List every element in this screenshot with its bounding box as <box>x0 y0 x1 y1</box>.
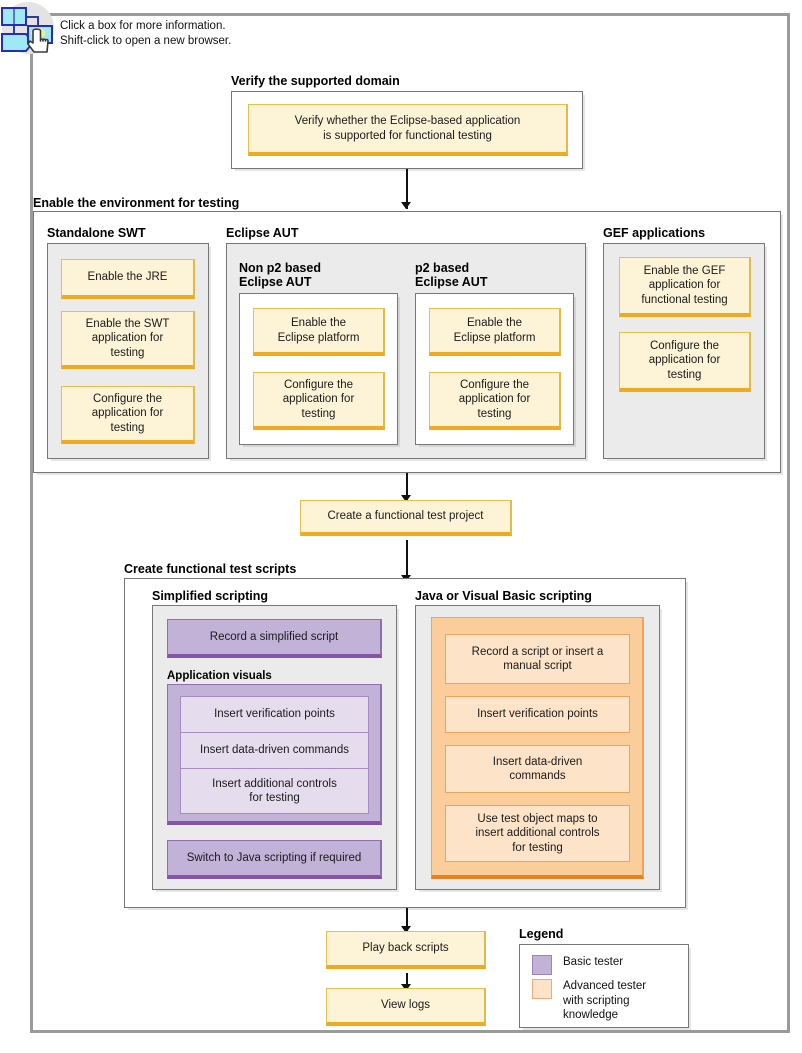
arrowhead-playback <box>401 926 411 933</box>
diagram-click-cursor-icon <box>0 0 56 56</box>
java-vb-scripting-title: Java or Visual Basic scripting <box>415 589 592 603</box>
node-p2-enable-platform[interactable]: Enable the Eclipse platform <box>429 308 561 356</box>
legend-item-basic-tester: Basic tester <box>532 955 682 975</box>
hint-line-2: Shift-click to open a new browser. <box>60 35 232 47</box>
connector-scripts-to-playback <box>406 908 408 933</box>
node-record-simplified-script[interactable]: Record a simplified script <box>167 619 382 658</box>
legend-label-advanced-tester: Advanced tester with scripting knowledge <box>563 980 647 1021</box>
advanced-tester-swatch <box>532 979 552 999</box>
diagram-outer-frame <box>30 13 790 1033</box>
hint-line-1: Click a box for more information. <box>60 20 226 32</box>
legend-item-advanced-tester: Advanced tester with scripting knowledge <box>532 979 682 1023</box>
basic-tester-swatch <box>532 955 552 975</box>
connector-enable-to-project <box>406 473 408 502</box>
node-nonp2-configure-app[interactable]: Configure the application for testing <box>253 372 385 430</box>
verify-domain-title: Verify the supported domain <box>231 74 400 88</box>
node-p2-configure-app[interactable]: Configure the application for testing <box>429 372 561 430</box>
node-record-or-insert-manual-script[interactable]: Record a script or insert a manual scrip… <box>445 634 630 684</box>
create-scripts-title: Create functional test scripts <box>124 562 297 576</box>
simplified-scripting-title: Simplified scripting <box>152 589 268 603</box>
node-insert-data-driven-commands-adv[interactable]: Insert data-driven commands <box>445 745 630 793</box>
node-enable-gef-app[interactable]: Enable the GEF application for functiona… <box>619 257 751 317</box>
node-switch-to-java-scripting[interactable]: Switch to Java scripting if required <box>167 840 382 879</box>
node-configure-swt-app[interactable]: Configure the application for testing <box>61 386 195 444</box>
arrowhead-view-logs <box>401 984 411 991</box>
legend-title: Legend <box>519 927 564 941</box>
arrowhead-enable-env <box>401 202 411 209</box>
arrowhead-create-project <box>401 495 411 502</box>
node-insert-data-driven-commands-basic[interactable]: Insert data-driven commands <box>180 732 369 769</box>
node-enable-jre[interactable]: Enable the JRE <box>61 259 195 299</box>
application-visuals-title: Application visuals <box>167 670 272 682</box>
node-nonp2-enable-platform[interactable]: Enable the Eclipse platform <box>253 308 385 356</box>
non-p2-title: Non p2 based Eclipse AUT <box>239 261 321 289</box>
node-enable-swt-app[interactable]: Enable the SWT application for testing <box>61 311 195 369</box>
node-play-back-scripts[interactable]: Play back scripts <box>326 931 486 969</box>
p2-title: p2 based Eclipse AUT <box>415 261 488 289</box>
node-use-test-object-maps[interactable]: Use test object maps to insert additiona… <box>445 805 630 862</box>
node-create-test-project[interactable]: Create a functional test project <box>300 500 512 536</box>
node-insert-verification-points-basic[interactable]: Insert verification points <box>180 696 369 733</box>
node-verify-supported[interactable]: Verify whether the Eclipse-based applica… <box>248 104 568 156</box>
node-configure-gef-app[interactable]: Configure the application for testing <box>619 332 751 392</box>
standalone-swt-title: Standalone SWT <box>47 226 146 240</box>
node-insert-verification-points-adv[interactable]: Insert verification points <box>445 696 630 733</box>
legend-label-basic-tester: Basic tester <box>563 956 624 968</box>
connector-verify-to-enable <box>406 169 408 209</box>
connector-project-to-scripts <box>406 540 408 582</box>
eclipse-aut-title: Eclipse AUT <box>226 226 299 240</box>
hint-text: Click a box for more information. Shift-… <box>60 19 231 49</box>
gef-title: GEF applications <box>603 226 706 240</box>
connector-playback-to-logs <box>406 973 408 991</box>
node-insert-additional-controls-basic[interactable]: Insert additional controls for testing <box>180 768 369 814</box>
enable-env-title: Enable the environment for testing <box>33 196 240 210</box>
node-view-logs[interactable]: View logs <box>326 988 486 1026</box>
